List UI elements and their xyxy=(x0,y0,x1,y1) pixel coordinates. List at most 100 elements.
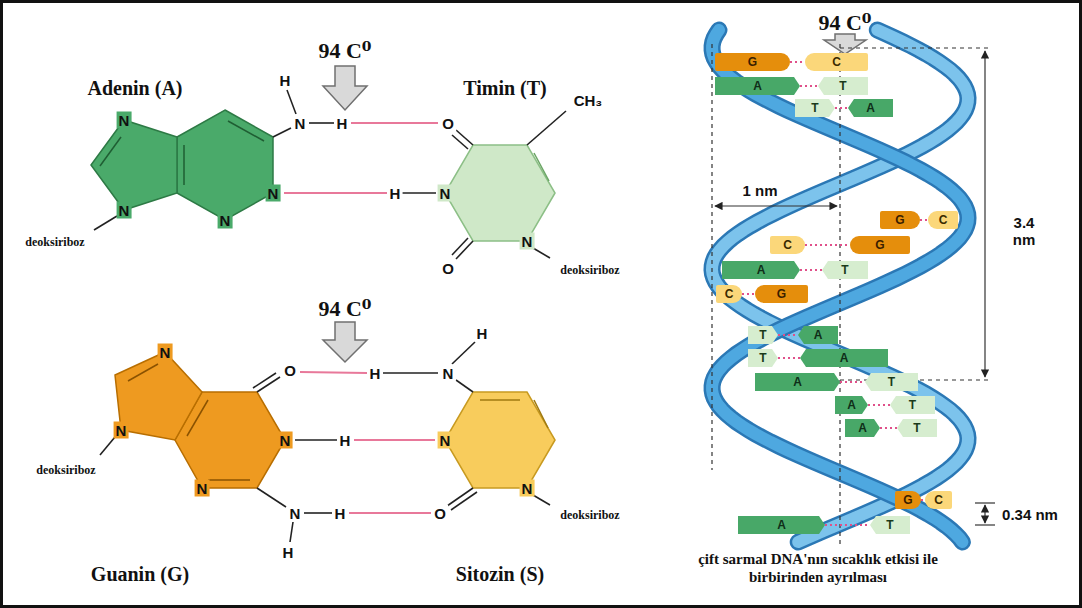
adenine-ring xyxy=(91,110,273,220)
hydrogen-bond-connector xyxy=(920,219,928,221)
base-block: T xyxy=(748,349,778,367)
base-letter: C xyxy=(832,55,841,69)
ring-double-bonds xyxy=(100,121,264,185)
double-bond xyxy=(183,145,185,185)
bond xyxy=(452,238,468,255)
hydrogen-bond xyxy=(300,372,367,373)
ring-hexagon xyxy=(445,145,555,241)
hydrogen-bond-connector xyxy=(800,269,822,271)
heading-label: Sitozin (S) xyxy=(456,563,544,586)
bond xyxy=(456,380,473,392)
heat-arrows xyxy=(323,34,866,362)
heading-label: Guanin (G) xyxy=(91,563,189,586)
bond xyxy=(287,90,296,114)
hydrogen-bond xyxy=(351,122,438,124)
atom-label: O xyxy=(440,260,456,277)
base-letter: T xyxy=(913,421,920,435)
down-arrow xyxy=(824,34,866,54)
covalent-bonds xyxy=(94,90,566,542)
bond xyxy=(100,437,115,455)
base-letter: G xyxy=(777,287,786,301)
base-letter: T xyxy=(759,328,766,342)
hydrogen-bond xyxy=(349,512,431,514)
dashed-guide xyxy=(840,47,992,48)
base-letter: T xyxy=(841,263,848,277)
heading-label: Adenin (A) xyxy=(87,77,182,100)
dimension-arrow xyxy=(984,51,985,377)
base-letter: C xyxy=(934,493,943,507)
hydrogen-bonds xyxy=(284,123,438,513)
base-letter: A xyxy=(866,101,875,115)
bond xyxy=(452,342,475,364)
atom-label: H xyxy=(338,432,353,449)
bond xyxy=(273,128,291,137)
base-block: C xyxy=(805,53,868,71)
atom-label: H xyxy=(278,72,293,89)
hydrogen-bond-connector xyxy=(868,404,890,406)
atom-label: N xyxy=(441,365,456,382)
ring-pentagon xyxy=(91,120,177,210)
base-letter: T xyxy=(811,101,818,115)
base-block: A xyxy=(800,349,888,367)
guanine-ring xyxy=(115,352,285,488)
hydrogen-bond-connector xyxy=(880,427,897,429)
cytosine-ring xyxy=(445,392,555,488)
base-letter: A xyxy=(840,351,849,365)
bond xyxy=(451,492,477,510)
base-letter: T xyxy=(909,398,916,412)
double-bond xyxy=(480,399,520,401)
double-bond xyxy=(187,400,208,436)
hydrogen-bond-connector xyxy=(790,61,805,63)
double-bond xyxy=(534,400,548,428)
atom-label: N xyxy=(218,212,233,229)
base-letter: A xyxy=(757,263,766,277)
dashed-guide xyxy=(839,44,840,545)
base-letter: A xyxy=(777,518,786,532)
atom-label: O xyxy=(432,505,448,522)
atom-label: N xyxy=(293,115,308,132)
double-bond xyxy=(208,479,250,481)
thymine-ring xyxy=(445,145,555,241)
ring-double-bonds xyxy=(480,400,548,428)
atom-label: N xyxy=(278,432,293,449)
base-letter: A xyxy=(814,328,823,342)
dimension-tick xyxy=(975,502,995,503)
hydrogen-bond-connector xyxy=(742,293,755,295)
double-bond xyxy=(128,364,158,381)
base-letter: C xyxy=(725,287,734,301)
hydrogen-bond xyxy=(354,439,435,441)
sugar-label: deoksiriboz xyxy=(559,263,620,278)
atom-label: H xyxy=(333,505,348,522)
ring-hexagon xyxy=(177,110,273,220)
base-block: G xyxy=(715,53,790,71)
atom-label: O xyxy=(282,362,298,379)
base-letter: T xyxy=(839,79,846,93)
bond xyxy=(309,122,334,124)
ring-double-bonds xyxy=(128,364,250,480)
hydrogen-bond-connector xyxy=(825,524,870,526)
ring-hexagon xyxy=(445,392,555,488)
base-block: C xyxy=(716,285,742,303)
atom-label: N xyxy=(158,344,173,361)
base-block: A xyxy=(715,77,800,95)
bond xyxy=(257,488,286,507)
bond xyxy=(533,248,550,258)
base-letter: A xyxy=(793,375,802,389)
bond xyxy=(533,495,550,505)
bond xyxy=(295,439,337,441)
caption: çift sarmal DNA'nın sıcaklık etkisi ile … xyxy=(668,550,968,586)
atom-label: N xyxy=(438,185,453,202)
base-block: T xyxy=(865,373,918,391)
bond xyxy=(452,135,468,149)
base-letter: C xyxy=(783,238,792,252)
base-block: T xyxy=(822,261,868,279)
bond xyxy=(456,241,473,259)
atom-label: N xyxy=(266,185,281,202)
atom-label: N xyxy=(117,202,132,219)
base-letter: T xyxy=(886,518,893,532)
heading-label: 94 C⁰ xyxy=(818,9,871,36)
base-block: A xyxy=(798,326,838,344)
dimension-arrow xyxy=(715,205,837,206)
base-letter: G xyxy=(875,238,884,252)
